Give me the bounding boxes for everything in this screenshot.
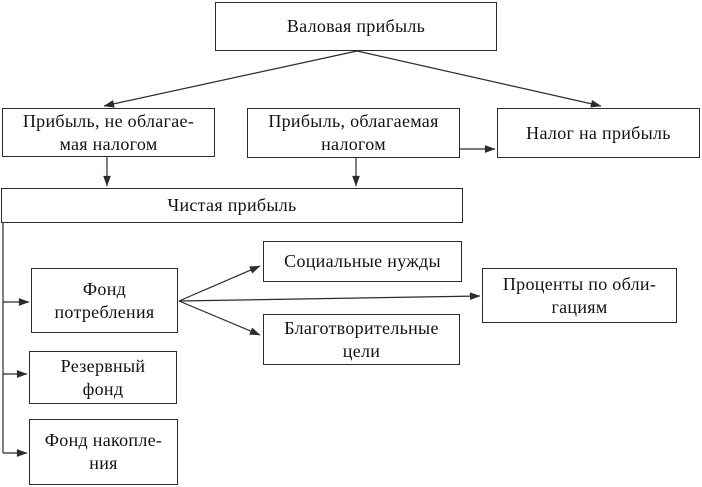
node-accumulation-fund: Фонд накопле- ния bbox=[29, 419, 178, 485]
node-consumption-fund: Фонд потребления bbox=[31, 268, 178, 333]
node-non-taxable-profit: Прибыль, не облагае- мая налогом bbox=[2, 108, 215, 157]
node-bond-interest: Проценты по обли- гациям bbox=[482, 268, 677, 323]
node-profit-tax: Налог на прибыль bbox=[497, 108, 700, 158]
edge-gross-to-nontaxable bbox=[103, 50, 358, 108]
node-taxable-profit: Прибыль, облагаемая налогом bbox=[247, 108, 460, 158]
edge-gross-to-tax bbox=[356, 50, 602, 108]
edge-consumption-to-charity bbox=[178, 300, 261, 336]
edge-consumption-to-bonds bbox=[178, 292, 481, 302]
node-charity-goals: Благотворительные цели bbox=[263, 314, 460, 365]
node-net-profit: Чистая прибыль bbox=[1, 188, 463, 223]
node-social-needs: Социальные нужды bbox=[263, 241, 462, 282]
node-gross-profit: Валовая прибыль bbox=[215, 2, 497, 51]
edge-consumption-to-social bbox=[178, 265, 261, 302]
node-reserve-fund: Резервный фонд bbox=[29, 351, 177, 404]
